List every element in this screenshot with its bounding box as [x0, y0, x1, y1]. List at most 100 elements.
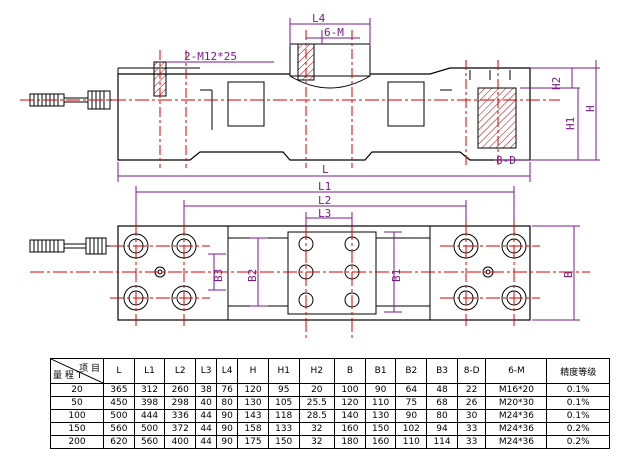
label-8d: 8-D	[496, 154, 516, 167]
label-h2: H2	[550, 77, 563, 90]
table-cell: 25.5	[298, 396, 336, 410]
table-cell: 110	[364, 396, 397, 410]
table-cell: 620	[103, 435, 135, 449]
table-header-cell: 6-M	[485, 358, 548, 384]
table-cell: 90	[216, 409, 239, 423]
table-cell: 158	[237, 422, 269, 436]
table-header-cell: L1	[133, 358, 166, 384]
table-cell: 175	[237, 435, 269, 449]
label-l3: L3	[318, 207, 331, 220]
table-cell: 398	[133, 396, 166, 410]
table-cell: 298	[164, 396, 197, 410]
table-cell: 80	[426, 409, 458, 423]
side-view: L4 6-M 2-M12*25 H2 H1 H 8-D L	[20, 12, 600, 182]
label-b3: B3	[212, 269, 225, 282]
top-view: L1 L2 L3	[29, 180, 590, 340]
table-cell: 140	[334, 409, 366, 423]
table-cell: 160	[364, 435, 397, 449]
table-cell: 560	[103, 422, 135, 436]
table-cell: 312	[133, 383, 166, 397]
table-cell: M20*30	[485, 396, 548, 410]
table-cell: 64	[395, 383, 428, 397]
table-cell: 143	[237, 409, 269, 423]
table-corner-cell: 项 目 量 程 T	[50, 358, 104, 384]
table-cell: 95	[267, 383, 300, 397]
table-header-cell: L	[103, 358, 135, 384]
table-cell: 76	[216, 383, 239, 397]
table-cell: 120	[334, 396, 366, 410]
table-range-cell: 100	[50, 409, 104, 423]
table-cell: 20	[298, 383, 336, 397]
table-cell: 260	[164, 383, 197, 397]
table-cell: M24*36	[485, 422, 548, 436]
table-cell: 336	[164, 409, 197, 423]
table-range-cell: 200	[50, 435, 104, 449]
table-range-cell: 150	[50, 422, 104, 436]
table-cell: 90	[395, 409, 428, 423]
table-cell: 130	[237, 396, 269, 410]
table-header-cell: L4	[216, 358, 239, 384]
label-b: B	[562, 271, 575, 278]
table-range-cell: 20	[50, 383, 104, 397]
table-cell: M16*20	[485, 383, 548, 397]
table-header-cell: L2	[164, 358, 197, 384]
table-cell: 68	[426, 396, 458, 410]
label-l: L	[322, 163, 329, 176]
table-header-cell: H1	[267, 358, 300, 384]
table-cell: 90	[364, 383, 397, 397]
table-cell: 560	[133, 435, 166, 449]
table-cell: 0.2%	[546, 422, 610, 436]
table-cell: 48	[426, 383, 458, 397]
table-header-cell: B3	[426, 358, 458, 384]
label-l2: L2	[318, 194, 331, 207]
table-cell: 33	[456, 435, 487, 449]
table-cell: 75	[395, 396, 428, 410]
table-cell: 450	[103, 396, 135, 410]
table-cell: 180	[334, 435, 366, 449]
table-cell: 0.1%	[546, 383, 610, 397]
dim-l	[117, 162, 531, 182]
table-cell: 160	[334, 422, 366, 436]
table-cell: 0.2%	[546, 435, 610, 449]
table-header-cell: 精度等级	[546, 358, 610, 384]
table-cell: 500	[133, 422, 166, 436]
label-h1: H1	[564, 117, 577, 130]
table-cell: 500	[103, 409, 135, 423]
table-header-cell: B	[334, 358, 366, 384]
label-b2: B2	[246, 269, 259, 282]
table-cell: 90	[216, 422, 239, 436]
table-cell: 400	[164, 435, 197, 449]
table-cell: 90	[216, 435, 239, 449]
table-cell: 32	[298, 422, 336, 436]
dim-top-l	[135, 186, 515, 236]
table-cell: 133	[267, 422, 300, 436]
table-cell: M24*36	[485, 409, 548, 423]
label-h: H	[584, 105, 597, 112]
table-cell: 100	[334, 383, 366, 397]
label-2m12: 2-M12*25	[184, 50, 237, 63]
table-header-cell: B1	[364, 358, 397, 384]
table-cell: M24*36	[485, 435, 548, 449]
table-cell: 150	[364, 422, 397, 436]
top-centerlines	[30, 222, 590, 340]
table-cell: 372	[164, 422, 197, 436]
table-range-cell: 50	[50, 396, 104, 410]
label-l4: L4	[312, 12, 326, 25]
table-cell: 0.1%	[546, 409, 610, 423]
table-cell: 118	[267, 409, 300, 423]
corner-label-range: 量 程 T	[53, 371, 83, 381]
table-header-cell: B2	[395, 358, 428, 384]
table-cell: 0.1%	[546, 396, 610, 410]
table-cell: 105	[267, 396, 300, 410]
table-cell: 44	[195, 409, 218, 423]
table-cell: 33	[456, 422, 487, 436]
side-body-outline	[117, 67, 531, 161]
corner-diagonal	[51, 359, 103, 383]
corner-label-item: 项 目	[79, 364, 100, 374]
side-window-left	[227, 81, 265, 127]
